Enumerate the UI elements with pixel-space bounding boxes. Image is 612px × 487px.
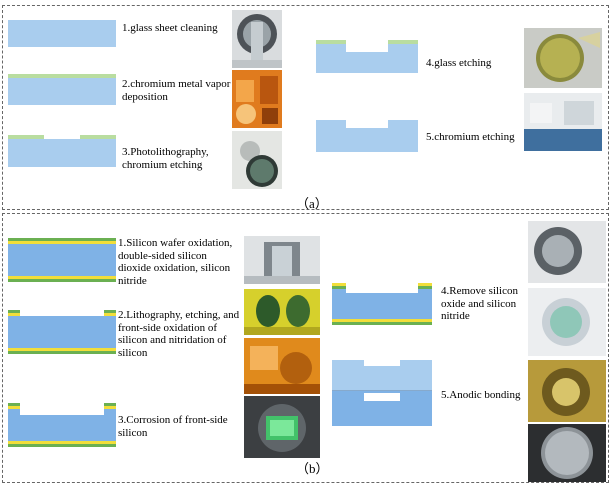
photo-etched-glass-wafer xyxy=(524,28,602,88)
photo-deposition-chamber xyxy=(232,70,282,128)
photo-silicon-corrosion-bath xyxy=(244,396,320,458)
glass-cover xyxy=(332,360,432,390)
bottom-nitride xyxy=(8,444,116,447)
b4-label: 4.Remove silicon oxide and silicon nitri… xyxy=(441,285,518,322)
panel-a-caption: （a） xyxy=(296,196,328,211)
b5-cross-section xyxy=(332,360,432,426)
photo-etching-chamber-orange xyxy=(244,338,320,394)
photo-etching-bench xyxy=(524,93,602,151)
a4-cross-section xyxy=(316,40,418,73)
right-nitride xyxy=(418,286,432,289)
a2-cross-section xyxy=(8,74,116,105)
photo-wafer-photolithography xyxy=(232,131,282,189)
b1-cross-section xyxy=(8,238,116,282)
b3-cross-section xyxy=(8,403,116,447)
panel-a xyxy=(2,5,609,210)
glass-layer xyxy=(8,139,116,167)
a3-cross-section xyxy=(8,135,116,167)
b5-label: 5.Anodic bonding xyxy=(441,389,521,401)
a2-label-text: 2.chromium metal vapor deposition xyxy=(122,78,231,103)
b3-label: 3.Corrosion of front-side silicon xyxy=(118,414,228,439)
bond-interface xyxy=(332,390,432,391)
a1-glass-cross-section xyxy=(8,20,116,47)
bottom-nitride xyxy=(332,322,432,325)
a5-cross-section xyxy=(316,120,418,152)
a1-label: 1.glass sheet cleaning xyxy=(122,22,218,34)
bottom-nitride xyxy=(8,279,116,282)
oxide-right xyxy=(104,313,116,316)
chromium-right xyxy=(80,135,116,139)
nitride-left xyxy=(8,403,20,406)
top-oxide xyxy=(8,241,116,244)
photo-wafer-carrier xyxy=(528,288,606,356)
nitride-right xyxy=(104,310,116,313)
panel-b xyxy=(2,213,609,483)
silicon-base xyxy=(332,391,432,426)
chromium-layer xyxy=(8,74,116,78)
b2-label: 2.Lithography, etching, and front-side o… xyxy=(118,309,240,359)
b1-label: 1.Silicon wafer oxidation, double-sided … xyxy=(118,237,233,287)
oxide-left xyxy=(8,313,20,316)
cavity xyxy=(364,393,400,401)
glass-layer xyxy=(8,78,116,105)
photo-oxidation-furnace xyxy=(244,236,320,284)
left-oxide xyxy=(332,283,346,286)
photo-wafer-holder xyxy=(528,221,606,283)
oxide-left xyxy=(8,406,20,409)
bottom-oxide xyxy=(332,319,432,322)
silicon xyxy=(8,409,116,441)
chromium-left xyxy=(8,135,44,139)
bottom-oxide xyxy=(8,276,116,279)
panel-b-caption: （b） xyxy=(296,461,329,476)
silicon xyxy=(8,316,116,348)
photo-cleaning-machine xyxy=(232,10,282,68)
nitride-left xyxy=(8,310,20,313)
top-nitride xyxy=(8,238,116,241)
a3-label: 3.Photolithography, chromium etching xyxy=(122,146,209,171)
left-nitride xyxy=(332,286,346,289)
silicon xyxy=(332,289,432,319)
a2-label: 2.chromium metal vapor deposition xyxy=(122,78,232,103)
b2-cross-section xyxy=(8,310,116,354)
etched-glass xyxy=(316,44,418,73)
bottom-nitride xyxy=(8,351,116,354)
oxide-right xyxy=(104,406,116,409)
a5-label: 5.chromium etching xyxy=(426,131,515,143)
chromium-right xyxy=(388,40,418,44)
silicon xyxy=(8,244,116,276)
etched-glass xyxy=(316,120,418,152)
nitride-right xyxy=(104,403,116,406)
photo-lithography-yellow-room xyxy=(244,289,320,335)
b4-cross-section xyxy=(332,283,432,325)
bottom-oxide xyxy=(8,441,116,444)
chromium-left xyxy=(316,40,346,44)
photo-bonded-wafer xyxy=(528,424,606,482)
bottom-oxide xyxy=(8,348,116,351)
right-oxide xyxy=(418,283,432,286)
a4-label: 4.glass etching xyxy=(426,57,492,69)
photo-bonding-machine xyxy=(528,360,606,422)
glass-layer xyxy=(8,20,116,47)
